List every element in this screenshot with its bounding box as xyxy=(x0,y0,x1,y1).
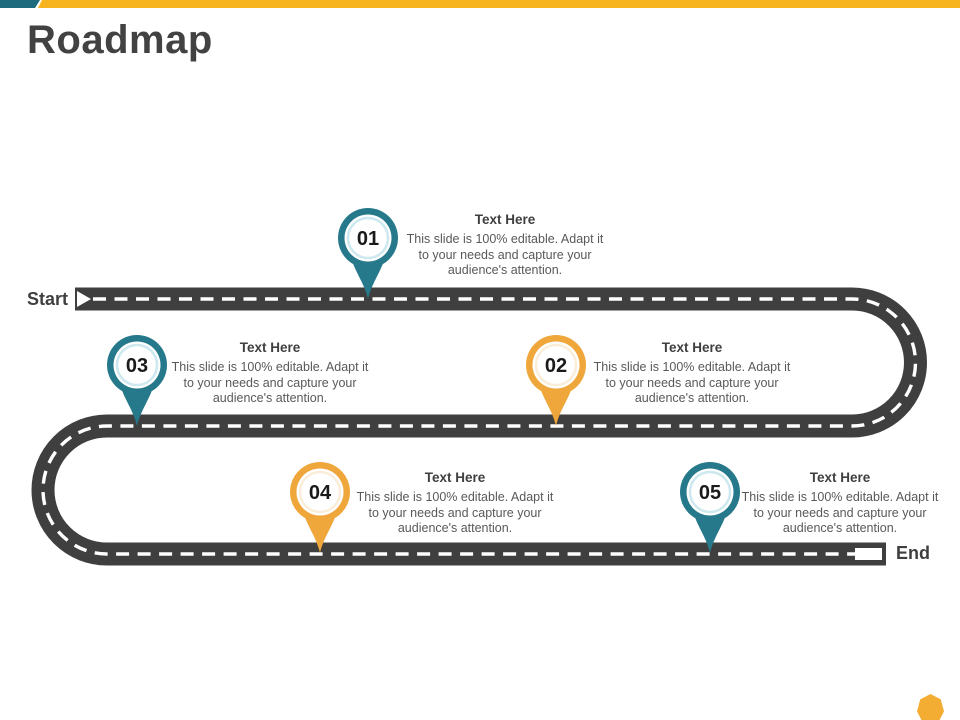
milestone-description: This slide is 100% editable. Adapt it to… xyxy=(356,490,554,535)
milestone-text-block-05: Text Here This slide is 100% editable. A… xyxy=(735,470,945,537)
milestone-number: 05 xyxy=(699,482,721,504)
milestone-title: Text Here xyxy=(239,340,301,355)
milestone-description: This slide is 100% editable. Adapt it to… xyxy=(171,360,369,405)
milestone-text-block-01: Text Here This slide is 100% editable. A… xyxy=(400,212,610,279)
milestone-number: 03 xyxy=(126,355,148,377)
milestone-pin-04: 04 xyxy=(288,461,352,553)
milestone-title: Text Here xyxy=(661,340,723,355)
milestone-pin-01: 01 xyxy=(336,207,400,299)
milestone-description: This slide is 100% editable. Adapt it to… xyxy=(593,360,791,405)
map-pin-icon: 04 xyxy=(290,462,350,553)
milestone-number: 04 xyxy=(309,482,332,504)
slide-title: Roadmap xyxy=(27,18,213,62)
header-accent-teal xyxy=(0,0,40,8)
milestone-text-block-02: Text Here This slide is 100% editable. A… xyxy=(587,340,797,407)
milestone-text-block-03: Text Here This slide is 100% editable. A… xyxy=(165,340,375,407)
milestone-title: Text Here xyxy=(809,470,871,485)
milestone-number: 02 xyxy=(545,355,567,377)
milestone-title: Text Here xyxy=(474,212,536,227)
milestone-description: This slide is 100% editable. Adapt it to… xyxy=(741,490,939,535)
start-label: Start xyxy=(26,289,68,309)
milestone-text-block-04: Text Here This slide is 100% editable. A… xyxy=(350,470,560,537)
milestone-number: 01 xyxy=(357,228,379,250)
milestone-title: Text Here xyxy=(424,470,486,485)
map-pin-icon: 01 xyxy=(338,208,398,299)
milestone-pin-02: 02 xyxy=(524,334,588,426)
end-marker-icon xyxy=(855,548,882,560)
map-pin-icon: 03 xyxy=(107,335,167,426)
road-center-dashes xyxy=(41,297,918,556)
map-pin-icon: 02 xyxy=(526,335,586,426)
milestone-pin-03: 03 xyxy=(105,334,169,426)
milestone-pin-05: 05 xyxy=(678,461,742,553)
map-pin-icon: 05 xyxy=(680,462,740,553)
start-arrow-icon xyxy=(77,291,91,307)
milestone-description: This slide is 100% editable. Adapt it to… xyxy=(406,232,604,277)
end-label: End xyxy=(896,543,930,563)
header-accent-yellow xyxy=(38,0,960,8)
